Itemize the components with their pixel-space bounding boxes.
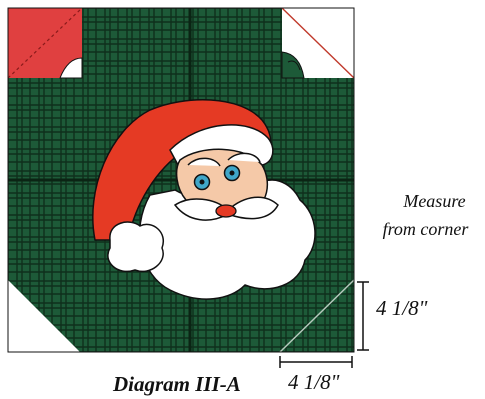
- diagram-title: Diagram III-A: [113, 372, 241, 396]
- hat-pompom: [107, 221, 165, 273]
- dimension-line-vertical: [357, 281, 369, 351]
- corner-fold-line: [279, 279, 355, 353]
- measure-note-line-2: from corner: [382, 219, 469, 239]
- corner-triangle-top-right: [281, 7, 355, 79]
- measure-note-line-1: Measure: [403, 191, 466, 211]
- dimension-label-vertical: 4 1/8": [376, 296, 428, 320]
- dimension-line-horizontal: [279, 356, 353, 368]
- santa-face: [92, 99, 316, 300]
- corner-triangle-top-left: [7, 7, 83, 79]
- santa-mouth: [215, 204, 237, 218]
- dimension-label-horizontal: 4 1/8": [288, 370, 340, 394]
- corner-triangle-bottom-left: [8, 280, 80, 352]
